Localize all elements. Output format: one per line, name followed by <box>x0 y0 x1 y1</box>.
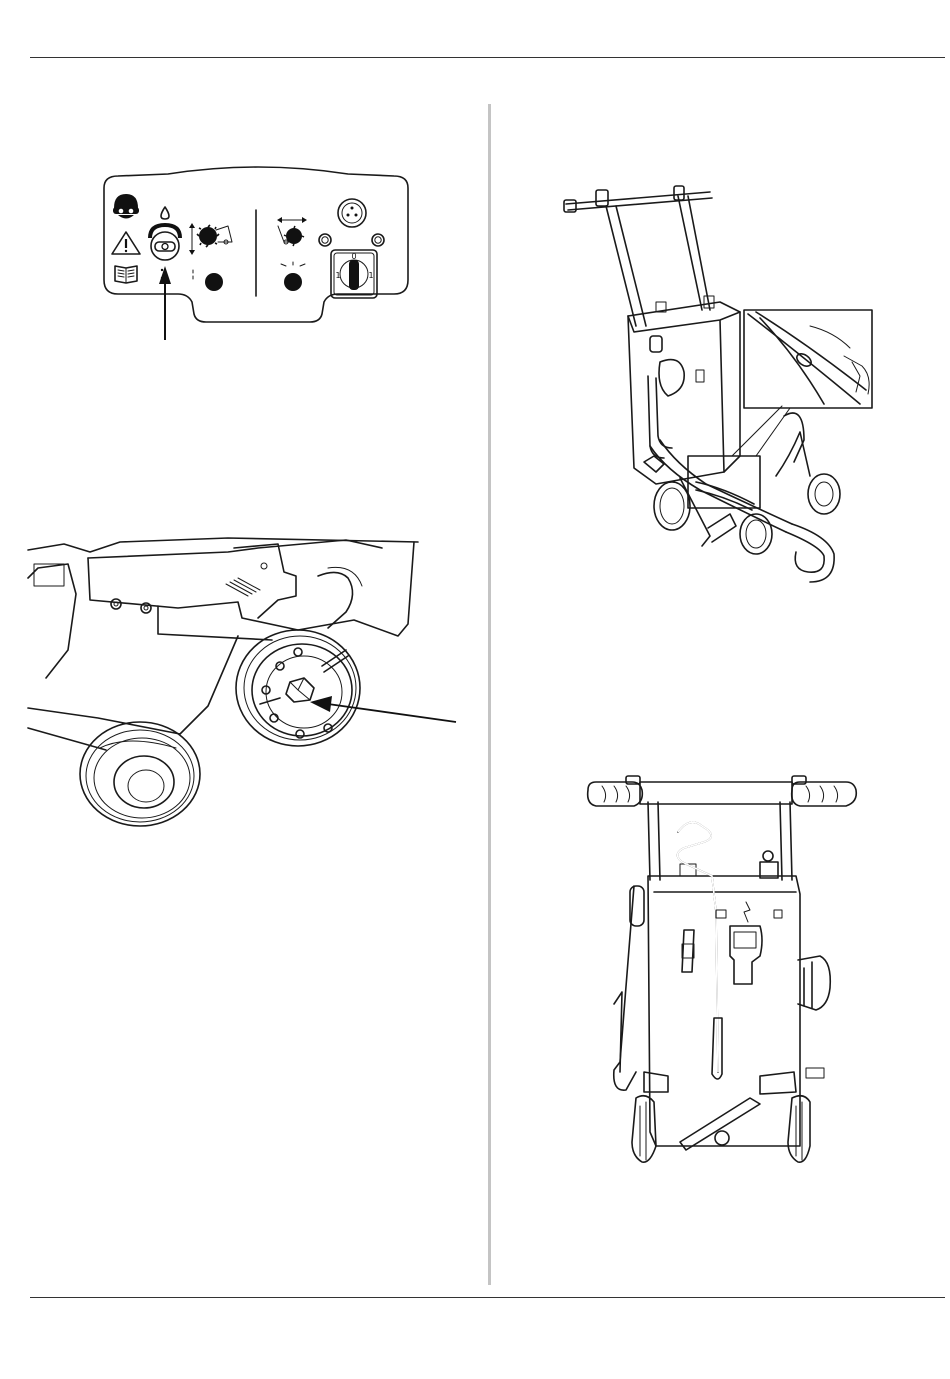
helmet-goggles-icon <box>113 194 139 219</box>
switch-label-left: 1 <box>335 271 340 280</box>
footer-rule <box>30 1297 945 1298</box>
pointer-arrow <box>159 266 171 340</box>
machine-rear-figure <box>584 772 864 1167</box>
switch-label-right: 1 <box>368 271 373 280</box>
machine-side-figure <box>560 186 880 594</box>
main-switch-icon: 0 1 1 <box>331 250 377 298</box>
warning-icon <box>112 232 140 254</box>
control-panel-figure: 0 1 1 <box>98 162 418 347</box>
water-valve-icon <box>150 225 180 260</box>
header-rule <box>30 57 945 58</box>
blade-feed-icon <box>277 217 307 291</box>
blade-depth-icon <box>189 223 232 291</box>
wheel-axle-figure <box>28 538 463 838</box>
water-drop-icon <box>161 207 169 219</box>
power-socket-icon <box>338 199 366 227</box>
switch-label-center: 0 <box>351 252 356 261</box>
column-divider <box>488 104 491 1285</box>
manual-book-icon <box>115 266 137 283</box>
